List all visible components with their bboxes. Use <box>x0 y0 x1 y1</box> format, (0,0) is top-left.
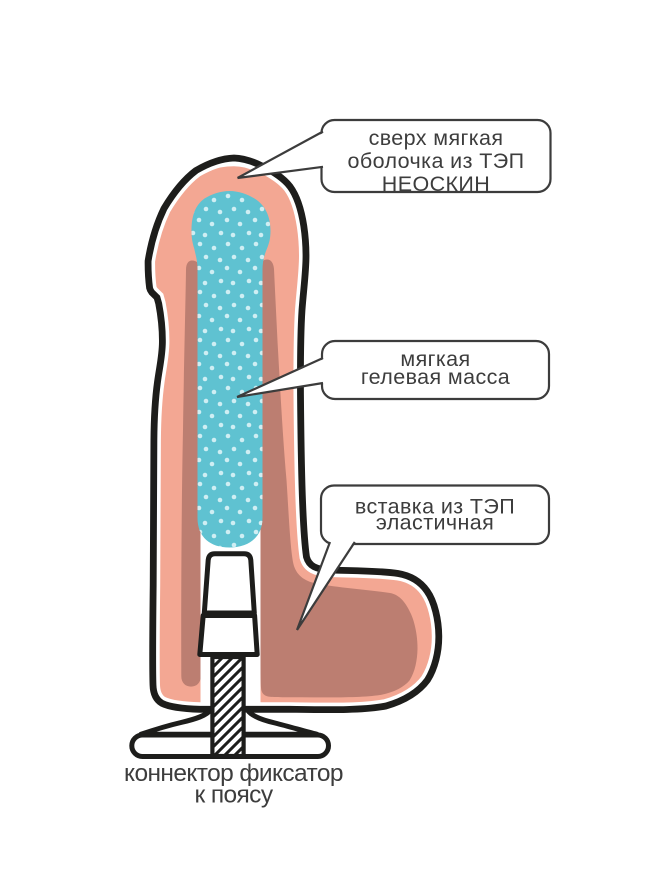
svg-text:НЕОСКИН: НЕОСКИН <box>382 172 490 196</box>
svg-text:к поясу: к поясу <box>195 782 274 809</box>
svg-text:гелевая масса: гелевая масса <box>361 365 510 389</box>
svg-text:мягкая: мягкая <box>400 347 470 371</box>
svg-text:оболочка из ТЭП: оболочка из ТЭП <box>348 149 525 173</box>
svg-text:коннектор фиксатор: коннектор фиксатор <box>124 760 343 787</box>
svg-text:эластичная: эластичная <box>376 511 494 535</box>
svg-text:сверх мягкая: сверх мягкая <box>369 126 504 150</box>
svg-text:вставка из ТЭП: вставка из ТЭП <box>355 495 515 519</box>
